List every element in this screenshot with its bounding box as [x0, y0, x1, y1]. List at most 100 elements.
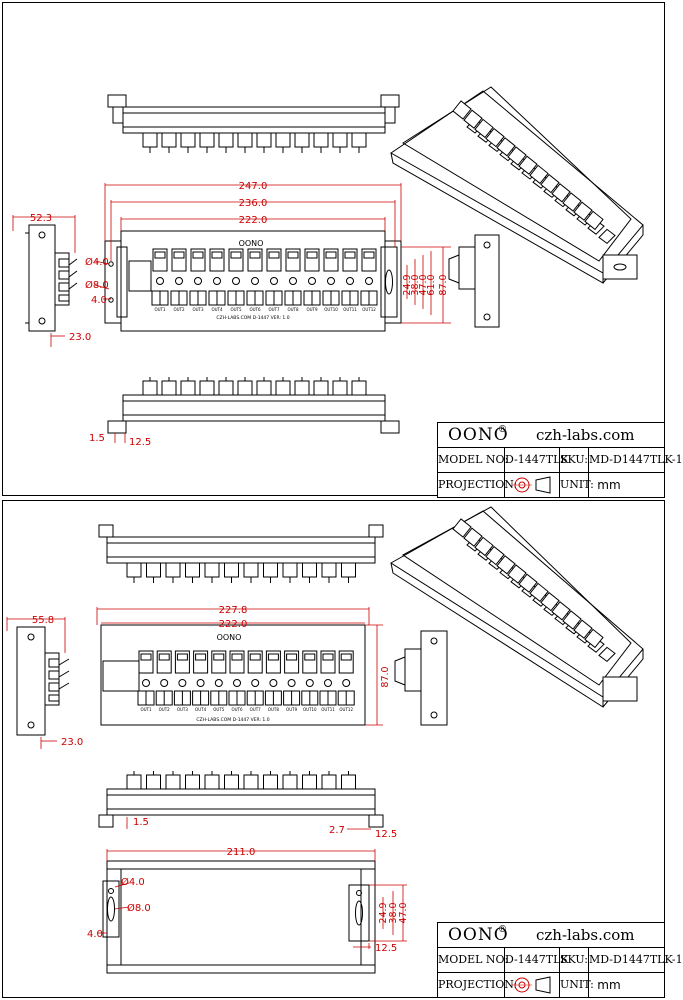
website: czh-labs.com [536, 426, 635, 444]
dim-height-249: 24.9 [402, 274, 413, 295]
projection-symbol-icon [505, 973, 560, 997]
iso-connector-3 [474, 536, 494, 557]
brand-name-2: OONO [448, 925, 509, 945]
top-connector-2-8 [263, 562, 278, 578]
relay-8 [285, 248, 301, 272]
top-connector-6 [237, 132, 253, 148]
top-connector-12 [351, 132, 367, 148]
left-side-view [25, 224, 78, 332]
unit-value-2: mm [597, 978, 621, 992]
top-connector-5 [218, 132, 234, 148]
bottom-connector-10 [313, 380, 329, 396]
output-label-8: OUT8 [287, 307, 299, 312]
title-block-1: OONO® czh-labs.com MODEL NO: D-1447TLK S… [437, 422, 683, 498]
iso-connector-4 [485, 545, 505, 566]
relay-11 [342, 248, 358, 272]
board-logo: OONO [239, 239, 264, 248]
brand-registered-mark-2: ® [498, 925, 507, 935]
relay-4 [193, 650, 209, 674]
bottom-connector-12 [351, 380, 367, 396]
bottom-connector-2-10 [302, 774, 317, 790]
output-label-11: OUT11 [321, 707, 335, 712]
iso-connector-5 [496, 137, 516, 157]
relay-3 [174, 650, 190, 674]
bottom-connector-1 [142, 380, 158, 396]
iso-connector-5 [496, 555, 516, 575]
output-label-9: OUT9 [306, 307, 318, 312]
dim2-side-width: 55.8 [32, 615, 54, 626]
bottom-connector-6 [237, 380, 253, 396]
model-label: MODEL NO: [438, 448, 508, 472]
bottom-connector-11 [332, 380, 348, 396]
dim-side-width: 52.3 [30, 213, 52, 224]
dim-bottom-2: 12.5 [129, 437, 151, 448]
top-connector-11 [332, 132, 348, 148]
output-label-3: OUT3 [177, 707, 189, 712]
top-connector-2-12 [341, 562, 356, 578]
output-label-8: OUT8 [268, 707, 280, 712]
output-label-10: OUT10 [303, 707, 317, 712]
relay-10 [302, 650, 318, 674]
title-block-2: OONO® czh-labs.com MODEL NO: D-1447TLK S… [437, 922, 683, 998]
dim2-edge-offset: 4.0 [87, 929, 103, 940]
iso-connector-12 [573, 619, 593, 639]
output-label-2: OUT2 [159, 707, 171, 712]
iso-connector-9 [540, 591, 560, 612]
left-side-view-2 [16, 626, 70, 736]
top-connector-2-4 [185, 562, 200, 578]
output-label-10: OUT10 [324, 307, 338, 312]
bottom-connector-3 [180, 380, 196, 396]
relay-10 [323, 248, 339, 272]
relay-8 [265, 650, 281, 674]
top-connector-2-11 [321, 562, 337, 578]
output-label-4: OUT4 [211, 307, 223, 312]
sheet-1-dimensions: 247.0 236.0 222.0 52.3 23.0 Ø4.0 Ø8.0 4.… [12, 181, 451, 448]
sheet-2-vertical-dims: 87.0 24.9 38.0 47.0 [378, 666, 409, 923]
iso-connector-7 [518, 573, 538, 593]
dim-edge-offset: 4.0 [91, 295, 107, 306]
iso-connector-13 [584, 628, 604, 649]
top-connector-1 [142, 132, 158, 148]
brand-registered-mark: ® [498, 425, 507, 435]
bottom-connector-7 [256, 380, 272, 396]
iso-connector-8 [529, 582, 549, 603]
unit-label: UNIT: [560, 473, 594, 497]
dim-rail-bottom: 12.5 [375, 943, 397, 954]
iso-connector-6 [507, 564, 527, 584]
sheet-2-dimensions: 227.8 222.0 55.8 23.0 1.5 2.7 12.5 211.0… [6, 605, 407, 954]
top-connector-2 [161, 132, 177, 148]
bottom-connector-9 [294, 380, 310, 396]
sku-label-2: SKU: [560, 948, 589, 972]
iso-connector-2 [463, 109, 483, 129]
output-label-12: OUT12 [362, 307, 376, 312]
sku-label: SKU: [560, 448, 589, 472]
output-label-4: OUT4 [195, 707, 207, 712]
relay-7 [247, 650, 263, 674]
top-connector-2-9 [282, 562, 298, 578]
dim2-slot-dia: Ø8.0 [127, 902, 151, 914]
isometric-view-2 [390, 506, 644, 708]
website-2: czh-labs.com [536, 926, 635, 944]
dim-height-61: 61.0 [426, 274, 437, 295]
iso-connector-9 [540, 173, 560, 194]
output-label-11: OUT11 [343, 307, 357, 312]
bottom-connector-2-6 [224, 774, 239, 790]
top-connector-2-6 [224, 562, 239, 578]
unit-label-2: UNIT: [560, 973, 594, 997]
bottom-connector-5 [218, 380, 234, 396]
iso-connector-8 [529, 164, 549, 185]
dim-rail-h1: 24.9 [378, 902, 389, 923]
top-connector-8 [275, 132, 291, 148]
output-label-1: OUT1 [140, 707, 152, 712]
dim-height-47: 47.0 [418, 274, 429, 295]
dim-hole-dia: Ø4.0 [85, 256, 109, 268]
iso-connector-10 [551, 601, 571, 621]
top-connector-9 [294, 132, 310, 148]
sku-value-2: MD-D1447TLK-1 [589, 953, 683, 966]
output-label-2: OUT2 [173, 307, 185, 312]
top-side-view [107, 94, 400, 153]
